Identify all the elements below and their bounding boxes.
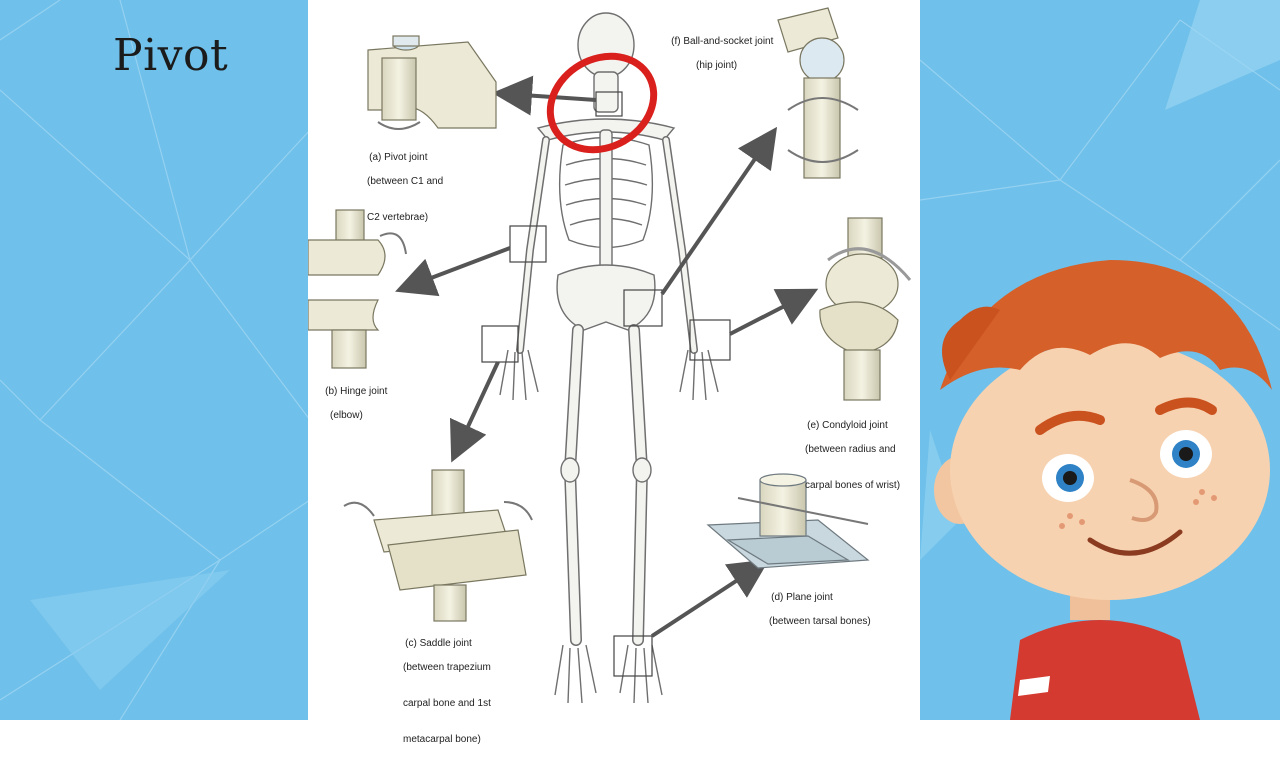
skeleton-icon (499, 12, 719, 704)
label-hinge-joint: (b) Hinge joint (elbow) (325, 386, 388, 421)
saddle-joint-model (343, 469, 533, 622)
plane-joint-model (706, 473, 870, 569)
diagram-art (308, 7, 912, 704)
pivot-joint-model (367, 35, 497, 130)
joint-types-diagram: (a) Pivot joint (between C1 and C2 verte… (308, 0, 920, 745)
ball-socket-joint-model (777, 7, 859, 179)
callout-boxes (481, 91, 731, 677)
label-ball-socket-joint: (f) Ball-and-socket joint (hip joint) (671, 36, 774, 71)
label-condyloid-joint: (e) Condyloid joint (between radius and … (805, 420, 901, 491)
label-plane-joint: (d) Plane joint (between tarsal bones) (769, 592, 871, 627)
cartoon-boy-icon (934, 260, 1272, 720)
highlight-circle (546, 52, 658, 154)
hinge-joint-model (308, 209, 407, 369)
condyloid-joint-model (819, 217, 912, 401)
label-pivot-joint: (a) Pivot joint (between C1 and C2 verte… (367, 152, 444, 223)
label-saddle-joint: (c) Saddle joint (between trapezium carp… (403, 638, 491, 745)
slide-title: Pivot (113, 30, 229, 81)
